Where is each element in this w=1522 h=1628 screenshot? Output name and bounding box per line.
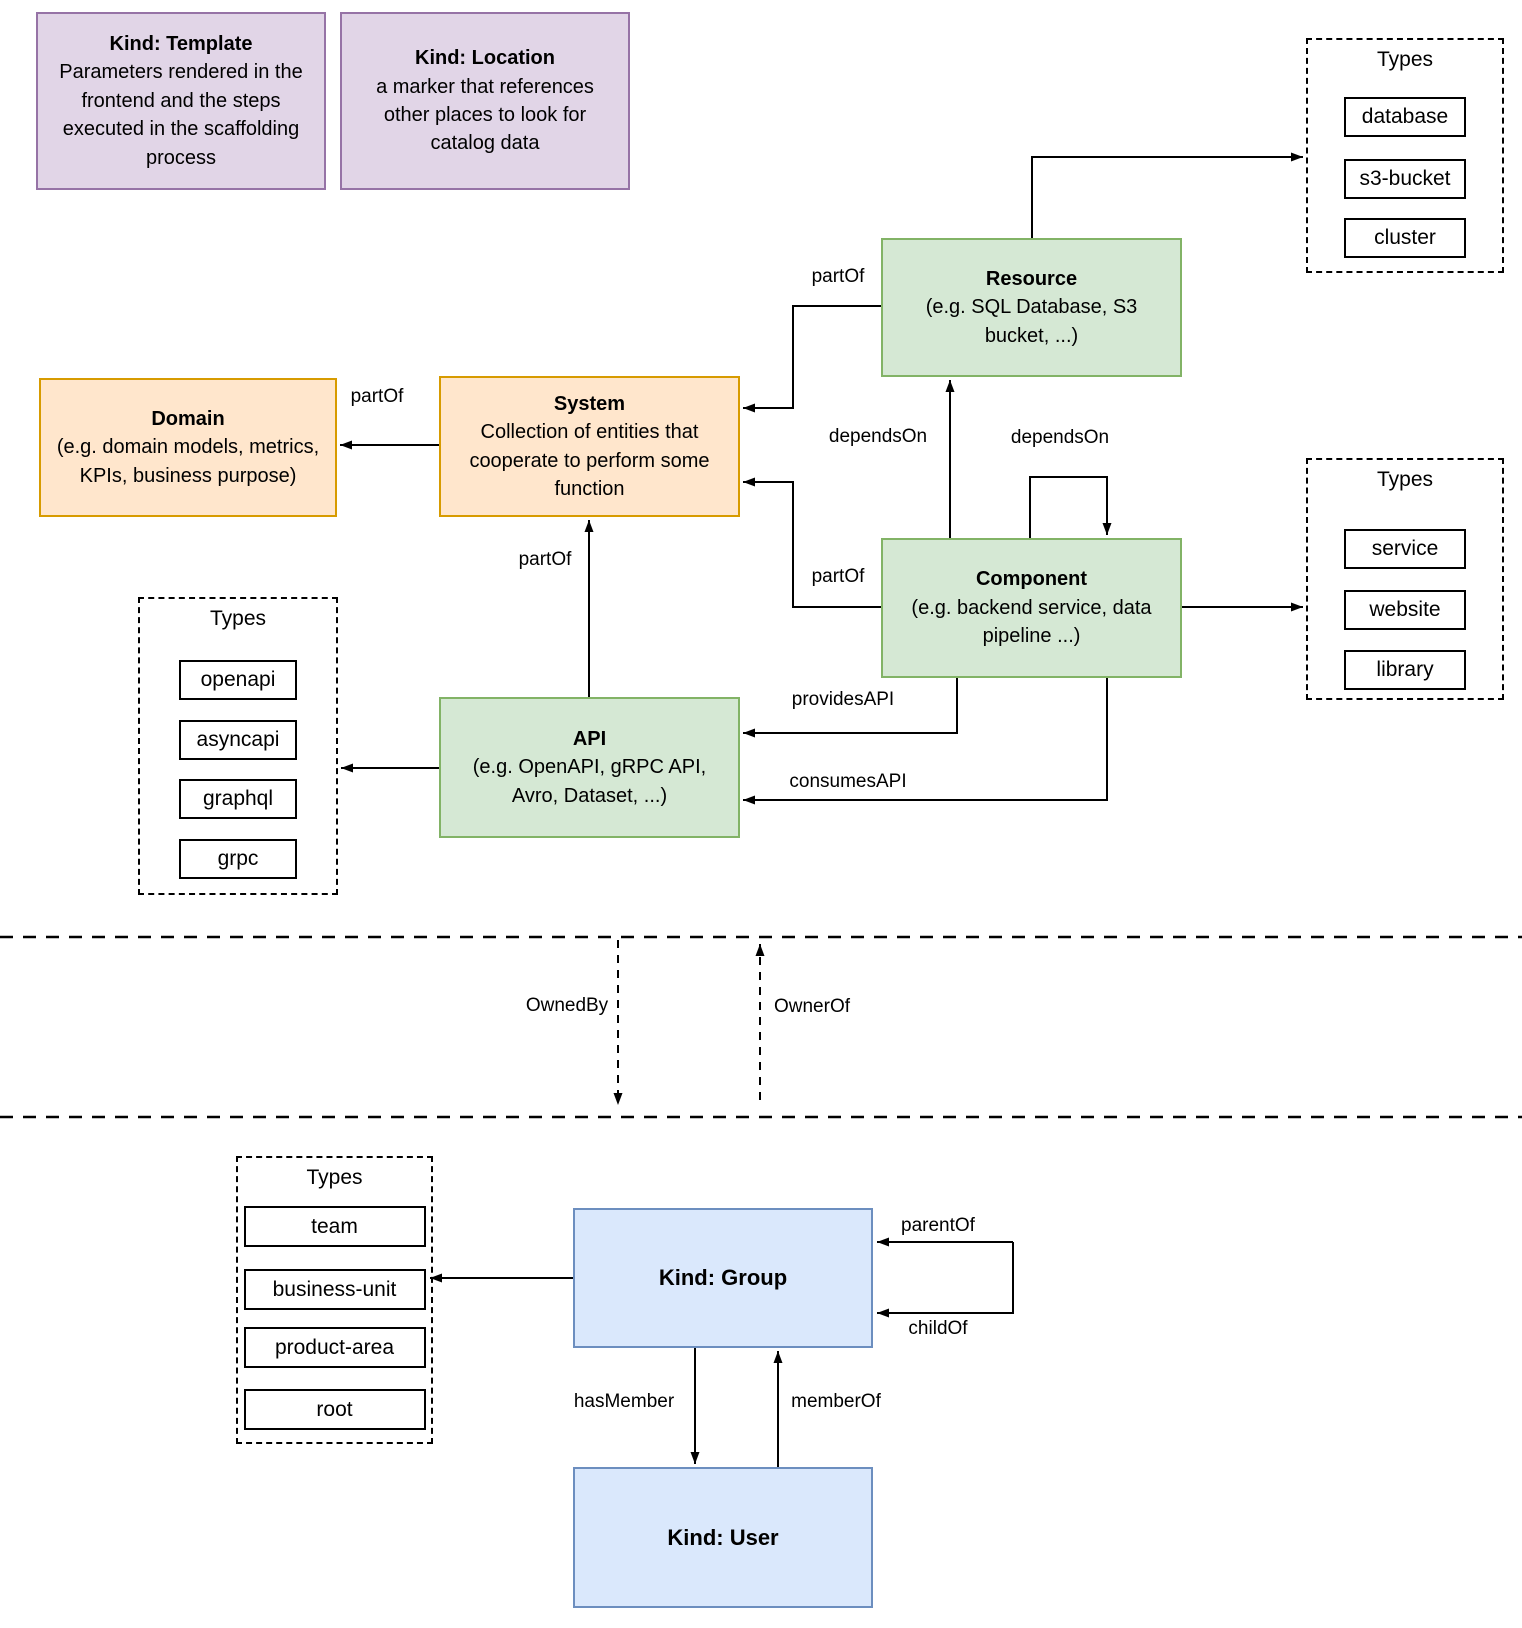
edge-label-partof: partOf <box>808 266 868 288</box>
node-component: Component (e.g. backend service, data pi… <box>881 538 1182 678</box>
edge-component-dependson-self <box>1029 476 1112 538</box>
node-resource: Resource (e.g. SQL Database, S3 bucket, … <box>881 238 1182 377</box>
type-item-root: root <box>243 1389 426 1430</box>
edge-component-partof-system <box>743 477 881 608</box>
node-kind-location: Kind: Location a marker that references … <box>340 12 630 190</box>
node-title: Kind: User <box>667 1524 779 1550</box>
node-title: System <box>553 392 626 415</box>
type-item-product-area: product-area <box>243 1327 426 1368</box>
edge-label-ownerof: OwnerOf <box>770 996 854 1018</box>
node-title: Kind: Group <box>658 1265 788 1291</box>
panel-resource-types: Types database s3-bucket cluster <box>1306 38 1504 273</box>
edge-label-partof: partOf <box>515 549 575 571</box>
node-body: (e.g. domain models, metrics, KPIs, busi… <box>56 436 320 487</box>
panel-group-types: Types team business-unit product-area ro… <box>236 1156 433 1444</box>
panel-title: Types <box>209 607 267 630</box>
type-item-library: library <box>1344 650 1466 690</box>
edge-label-parentof: parentOf <box>898 1215 978 1237</box>
node-kind-user: Kind: User <box>573 1467 873 1608</box>
panel-api-types: Types openapi asyncapi graphql grpc <box>138 597 338 895</box>
type-item-team: team <box>243 1206 426 1247</box>
node-title: Resource <box>985 267 1078 290</box>
node-body: (e.g. backend service, data pipeline ...… <box>911 596 1152 648</box>
edge-resource-to-types <box>1031 152 1303 238</box>
type-item-database: database <box>1344 97 1466 137</box>
node-title: Kind: Location <box>415 47 555 70</box>
type-item-cluster: cluster <box>1344 218 1466 258</box>
edge-label-childof: childOf <box>905 1318 971 1340</box>
node-kind-template: Kind: Template Parameters rendered in th… <box>36 12 326 190</box>
node-domain: Domain (e.g. domain models, metrics, KPI… <box>39 378 337 517</box>
node-kind-group: Kind: Group <box>573 1208 873 1348</box>
node-api: API (e.g. OpenAPI, gRPC API, Avro, Datas… <box>439 697 740 838</box>
edge-resource-partof-system <box>743 305 881 413</box>
edge-label-providesapi: providesAPI <box>788 689 898 711</box>
type-item-graphql: graphql <box>179 779 297 819</box>
type-item-website: website <box>1344 590 1466 630</box>
node-system: System Collection of entities that coope… <box>439 376 740 517</box>
node-body: Parameters rendered in the frontend and … <box>59 61 303 169</box>
node-title: API <box>572 727 607 750</box>
type-item-asyncapi: asyncapi <box>179 720 297 760</box>
node-title: Kind: Template <box>109 33 253 56</box>
edge-label-partof: partOf <box>808 566 868 588</box>
edge-label-memberof: memberOf <box>788 1391 884 1413</box>
node-body: (e.g. SQL Database, S3 bucket, ...) <box>925 296 1138 347</box>
node-body: (e.g. OpenAPI, gRPC API, Avro, Dataset, … <box>472 756 707 807</box>
type-item-openapi: openapi <box>179 660 297 700</box>
node-title: Component <box>975 568 1088 591</box>
panel-title: Types <box>306 1166 363 1189</box>
edge-label-ownedby: OwnedBy <box>522 995 612 1017</box>
panel-component-types: Types service website library <box>1306 458 1504 700</box>
type-item-grpc: grpc <box>179 839 297 879</box>
panel-title: Types <box>1376 468 1434 491</box>
type-item-service: service <box>1344 529 1466 569</box>
node-body: a marker that references other places to… <box>376 75 594 155</box>
edge-label-partof: partOf <box>347 386 407 408</box>
edge-label-consumesapi: consumesAPI <box>786 771 910 793</box>
type-item-s3-bucket: s3-bucket <box>1344 159 1466 199</box>
edge-label-dependson: dependsOn <box>1007 427 1113 449</box>
panel-title: Types <box>1376 48 1434 71</box>
edge-label-hasmember: hasMember <box>570 1391 678 1413</box>
edge-label-dependson: dependsOn <box>825 426 931 448</box>
node-title: Domain <box>151 407 225 430</box>
node-body: Collection of entities that cooperate to… <box>469 421 710 500</box>
type-item-business-unit: business-unit <box>243 1269 426 1310</box>
edge-group-childof <box>877 1242 1014 1318</box>
